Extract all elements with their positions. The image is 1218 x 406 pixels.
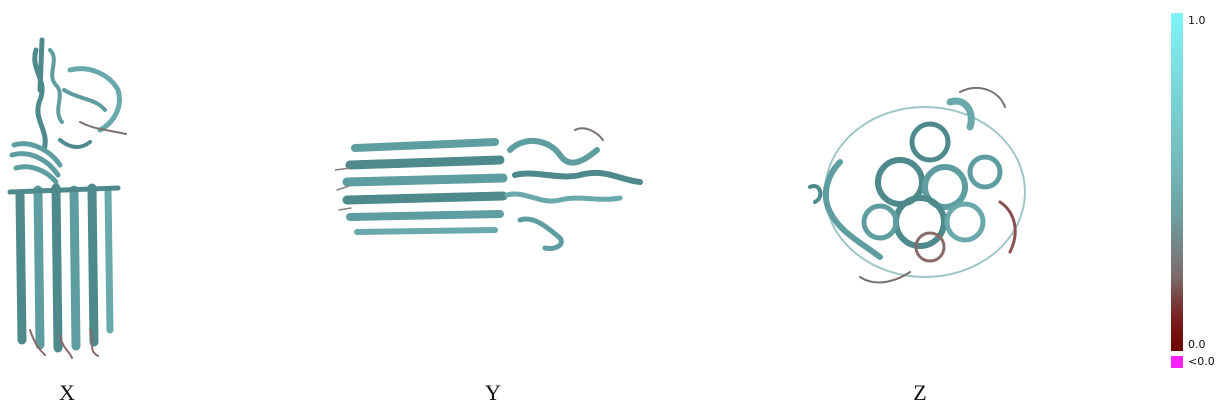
colorbar-under-label: <0.0 bbox=[1188, 355, 1215, 368]
label-y: Y bbox=[473, 380, 513, 406]
colorbar-max-label: 1.0 bbox=[1188, 14, 1206, 27]
structure-z bbox=[800, 72, 1040, 307]
structure-y bbox=[335, 120, 650, 265]
label-x: X bbox=[47, 380, 87, 406]
colorbar-min-label: 0.0 bbox=[1188, 338, 1206, 351]
colorbar-under-swatch bbox=[1171, 356, 1183, 368]
colorbar bbox=[1171, 13, 1183, 351]
label-z: Z bbox=[900, 380, 940, 406]
structure-x bbox=[0, 30, 150, 360]
